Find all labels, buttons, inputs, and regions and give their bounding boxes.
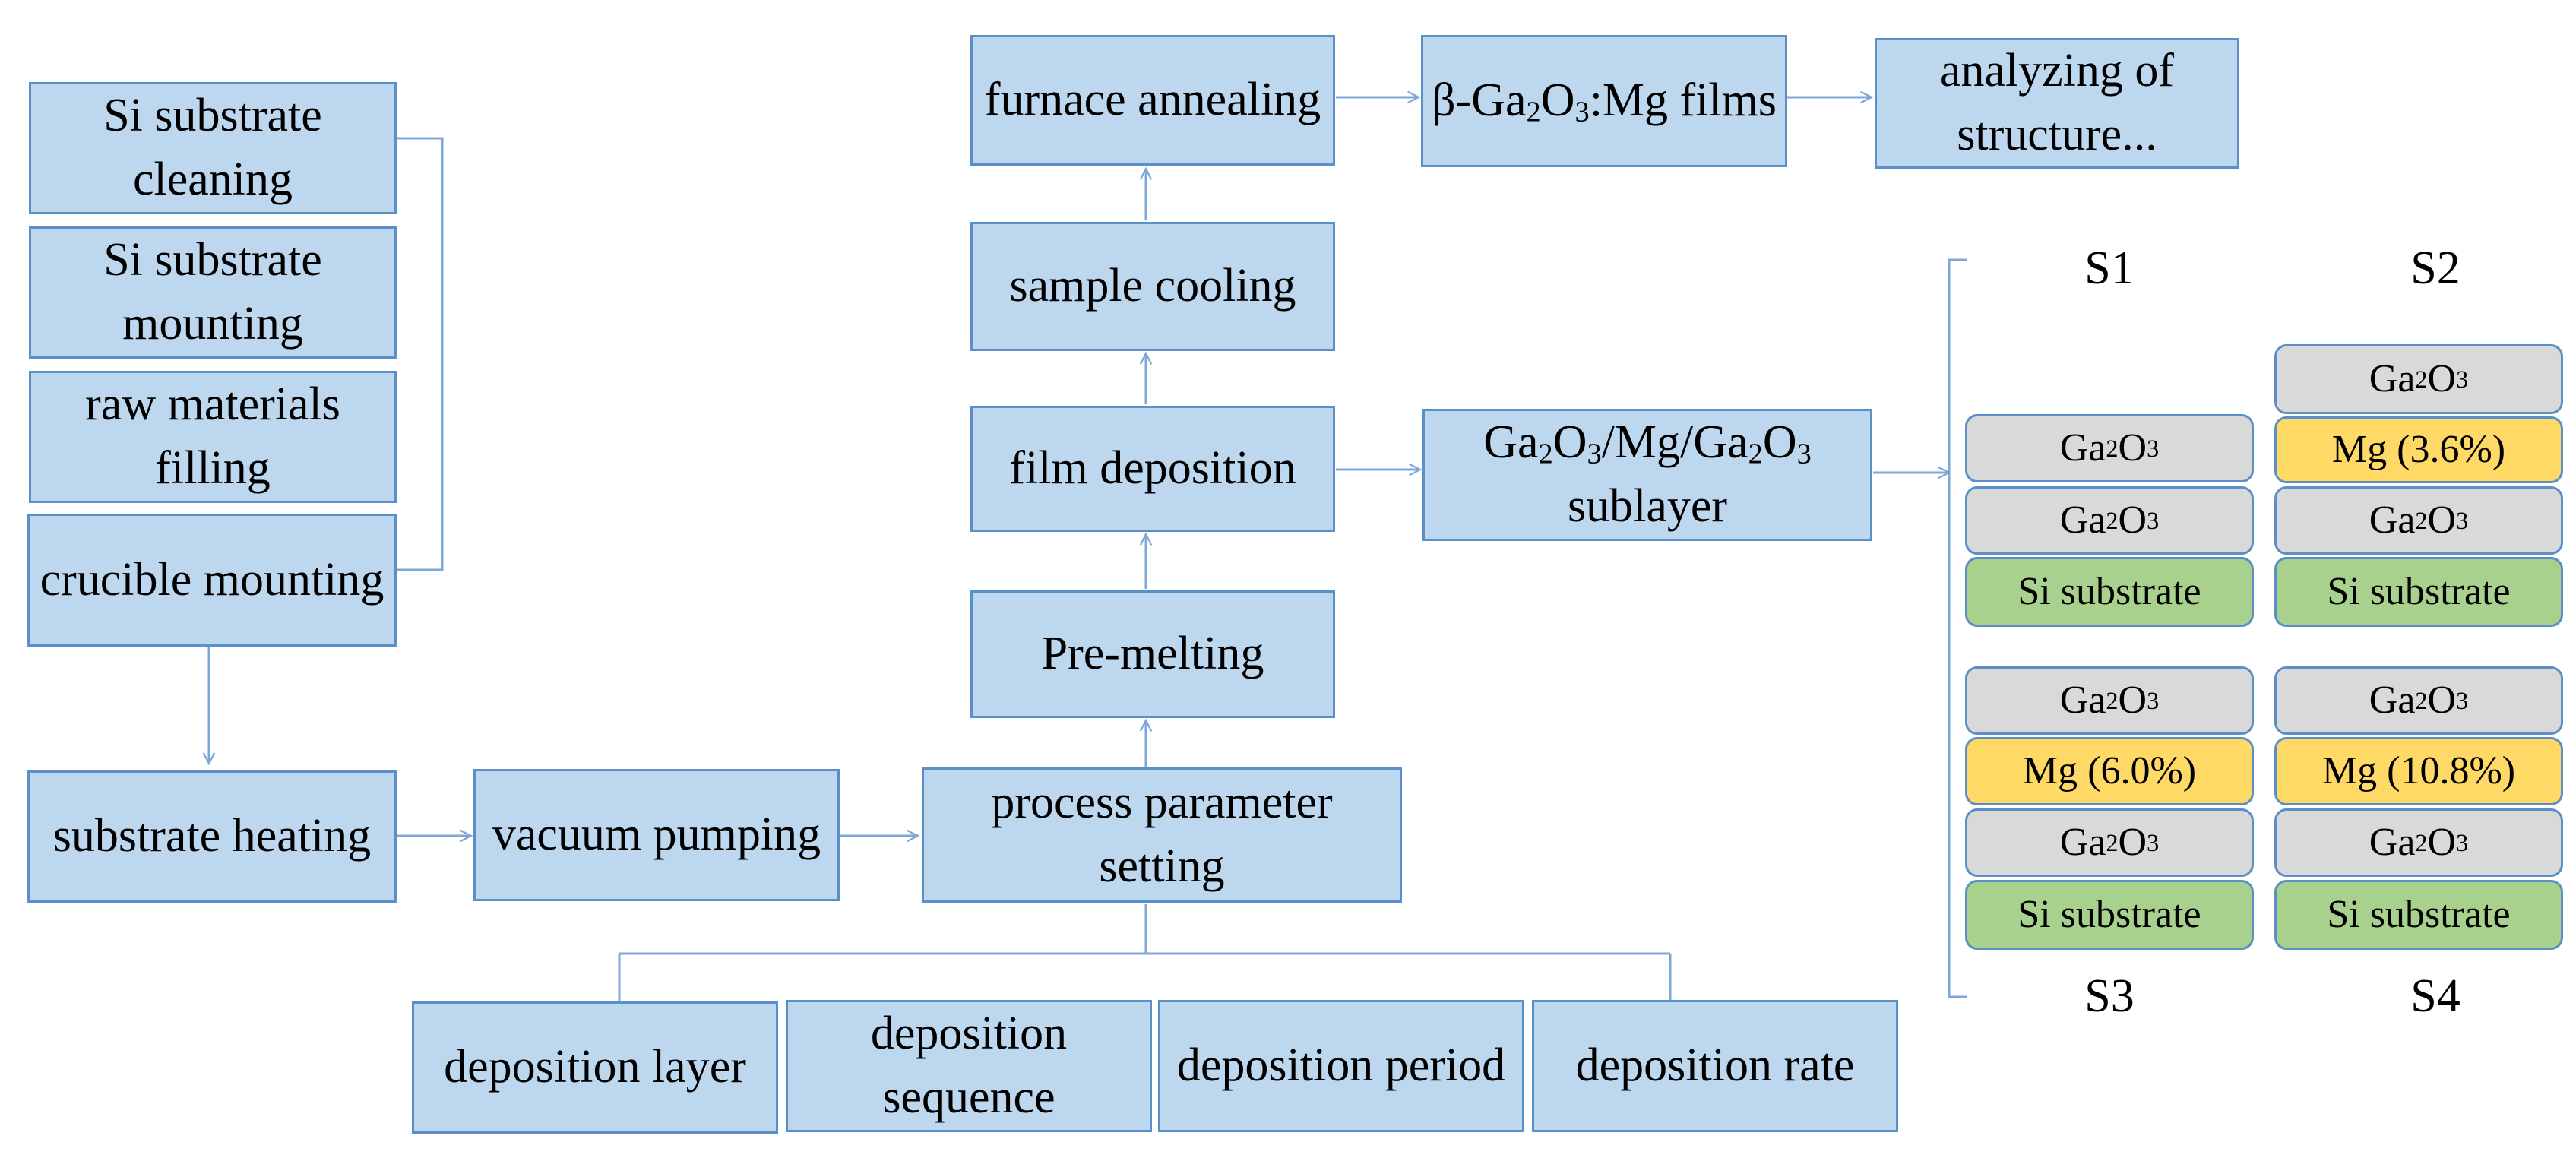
analyzing-structure-label: analyzing of structure... (1939, 45, 2175, 160)
deposition-rate-label: deposition rate (1575, 1039, 1855, 1092)
sample-s3-label: S3 (2084, 970, 2135, 1022)
analyzing-structure-box: analyzing of structure... (1875, 38, 2239, 169)
s1-si-substrate-layer: Si substrate (1965, 557, 2254, 627)
si-substrate-cleaning-box: Si substrate cleaning (29, 82, 397, 214)
si-substrate-cleaning-label: Si substrate cleaning (103, 90, 322, 205)
deposition-period-box: deposition period (1158, 1000, 1524, 1132)
deposition-sequence-box: deposition sequence (786, 1000, 1152, 1132)
pre-melting-label: Pre-melting (1041, 628, 1264, 680)
deposition-layer-box: deposition layer (412, 1001, 778, 1134)
deposition-period-label: deposition period (1176, 1039, 1506, 1092)
s4-mg-layer: Mg (10.8%) (2274, 737, 2563, 805)
parameter-tree (618, 904, 1672, 1001)
deposition-layer-label: deposition layer (444, 1041, 746, 1093)
film-deposition-label: film deposition (1009, 442, 1296, 495)
s3-mg-layer: Mg (6.0%) (1965, 737, 2254, 805)
crucible-mounting-label: crucible mounting (40, 553, 385, 606)
raw-materials-filling-label: raw materials filling (85, 378, 340, 494)
crucible-mounting-box: crucible mounting (27, 514, 397, 647)
vacuum-pumping-label: vacuum pumping (492, 808, 821, 861)
si-substrate-mounting-box: Si substrate mounting (29, 226, 397, 359)
s2-mg-layer: Mg (3.6%) (2274, 416, 2563, 483)
sample-s2-label: S2 (2410, 242, 2460, 294)
film-deposition-box: film deposition (970, 406, 1335, 532)
prep-bracket (397, 137, 444, 571)
s4-si-substrate-layer: Si substrate (2274, 880, 2563, 950)
si-substrate-mounting-label: Si substrate mounting (103, 234, 322, 350)
vacuum-pumping-box: vacuum pumping (473, 769, 840, 901)
substrate-heating-label: substrate heating (52, 810, 372, 862)
sample-cooling-box: sample cooling (970, 222, 1335, 351)
process-parameter-setting-box: process parameter setting (922, 767, 1402, 903)
sample-s4-label: S4 (2410, 970, 2460, 1022)
furnace-annealing-box: furnace annealing (970, 35, 1335, 166)
pre-melting-box: Pre-melting (970, 590, 1335, 718)
s3-si-substrate-layer: Si substrate (1965, 880, 2254, 950)
sample-s1-label: S1 (2084, 242, 2135, 294)
beta-ga2o3-mg-films-label: β-Ga2O3:Mg films (1431, 74, 1777, 128)
process-parameter-setting-label: process parameter setting (991, 777, 1333, 892)
s2-si-substrate-layer: Si substrate (2274, 557, 2563, 627)
deposition-sequence-label: deposition sequence (870, 1008, 1068, 1123)
beta-ga2o3-mg-films-box: β-Ga2O3:Mg films (1421, 35, 1787, 167)
substrate-heating-box: substrate heating (27, 770, 397, 903)
sample-cooling-label: sample cooling (1009, 260, 1296, 312)
furnace-annealing-label: furnace annealing (984, 74, 1321, 126)
samples-bracket (1948, 258, 1967, 998)
deposition-rate-box: deposition rate (1532, 1000, 1898, 1132)
raw-materials-filling-box: raw materials filling (29, 371, 397, 503)
